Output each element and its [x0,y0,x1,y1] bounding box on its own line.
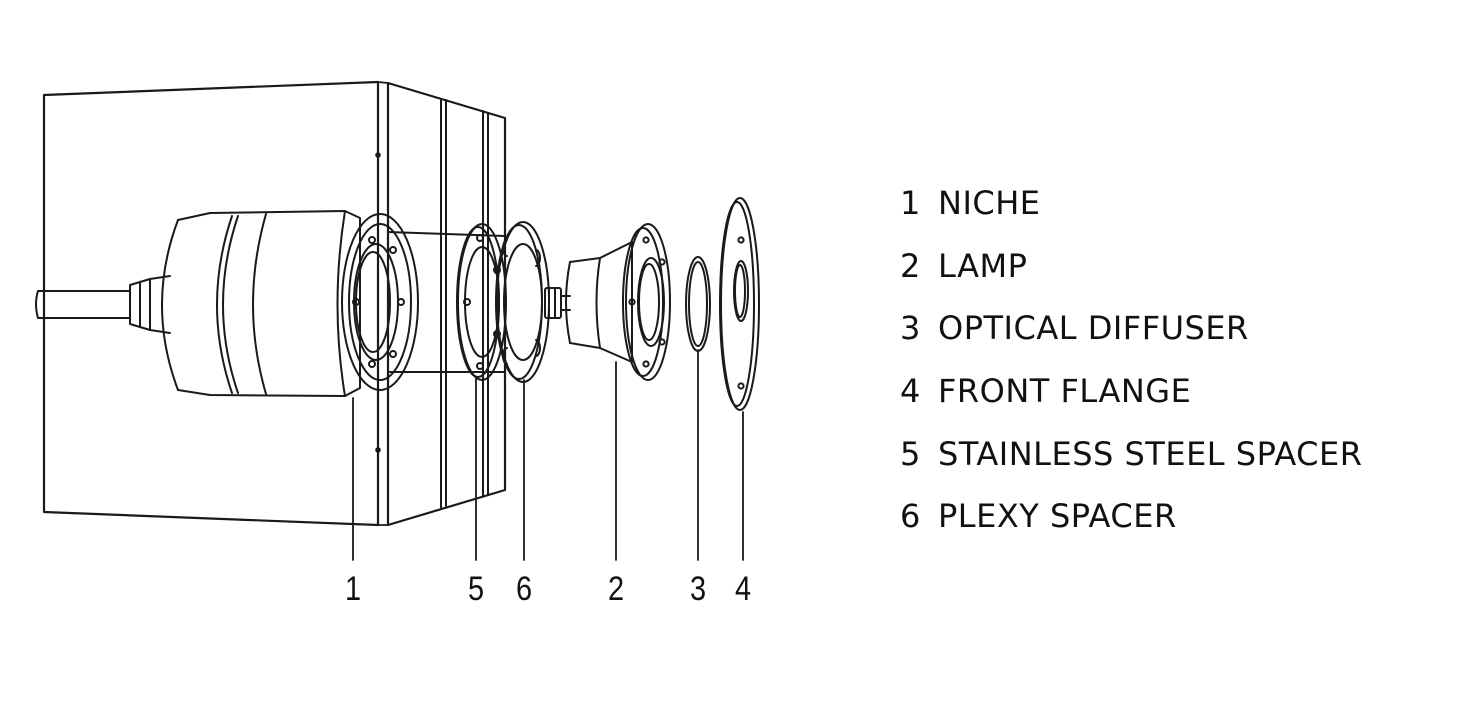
legend-label: FRONT FLANGE [938,372,1192,411]
legend-label: STAINLESS STEEL SPACER [938,434,1363,473]
optical-diffuser [685,256,711,352]
parts-legend: 1 NICHE 2 LAMP 3 OPTICAL DIFFUSER 4 FRON… [900,172,1362,548]
lamp-body [161,210,361,397]
callout-3: 3 [689,570,707,608]
legend-number: 2 [900,246,921,285]
niche-housing [42,80,507,527]
legend-item: 1 NICHE [900,172,1362,235]
front-flange [719,197,760,411]
legend-number: 6 [900,497,921,536]
lamp-unit [544,223,671,381]
cable-gland [35,275,171,334]
niche-flange [341,213,419,391]
legend-item: 4 FRONT FLANGE [900,360,1362,423]
stainless-steel-spacer [456,223,507,381]
legend-item: 3 OPTICAL DIFFUSER [900,297,1362,360]
callout-4: 4 [734,570,752,608]
callout-2: 2 [607,570,625,608]
legend-number: 5 [900,434,921,473]
legend-number: 4 [900,372,921,411]
callout-5: 5 [467,570,485,608]
plexy-spacer [495,221,550,383]
legend-label: PLEXY SPACER [938,497,1177,536]
callout-1: 1 [344,570,362,608]
legend-label: OPTICAL DIFFUSER [938,309,1249,348]
legend-label: LAMP [938,246,1028,285]
legend-number: 1 [900,184,921,223]
callout-leaders [352,349,744,561]
legend-item: 6 PLEXY SPACER [900,485,1362,548]
legend-label: NICHE [938,184,1041,223]
legend-item: 5 STAINLESS STEEL SPACER [900,422,1362,485]
callout-6: 6 [515,570,533,608]
legend-number: 3 [900,309,921,348]
legend-item: 2 LAMP [900,235,1362,298]
